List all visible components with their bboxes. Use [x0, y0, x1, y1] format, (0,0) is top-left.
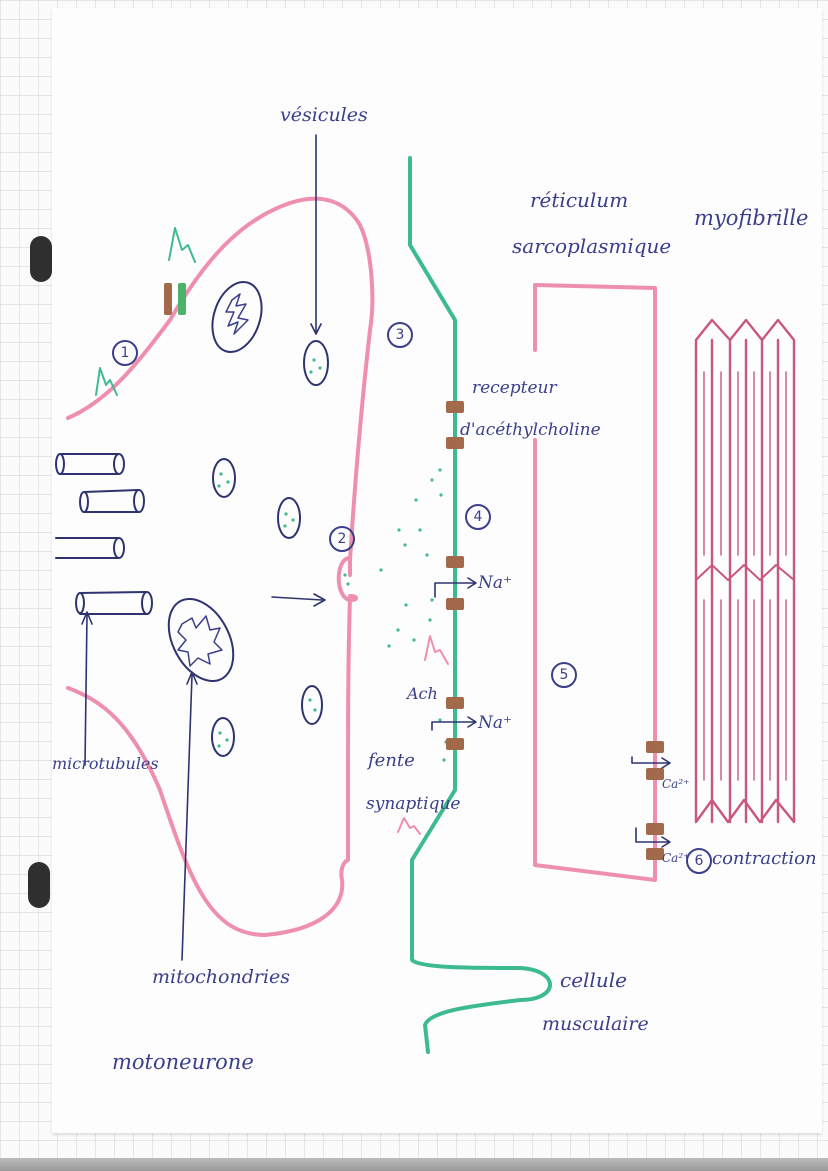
white-sheet	[52, 8, 822, 1133]
action-potential-icon	[95, 367, 118, 396]
action-potential-icon	[168, 227, 196, 263]
mitochondrion-icon	[211, 281, 263, 353]
label-recepteur-line1: recepteur	[472, 378, 557, 398]
label-fente-line2: synaptique	[366, 794, 461, 814]
acetylcholine-dots	[217, 358, 448, 762]
label-motoneurone: motoneurone	[112, 1050, 254, 1074]
action-potential-icon	[424, 635, 449, 665]
action-potential-icon	[397, 817, 421, 835]
sodium-influx-arrows	[431, 577, 477, 731]
step-3-badge: 3	[387, 322, 413, 348]
sarcoplasmic-reticulum	[533, 283, 657, 882]
binder-hole-top	[30, 236, 52, 282]
acetylcholine-receptors	[446, 401, 464, 750]
neuron-membrane-bulge	[336, 556, 358, 602]
channel-brown	[164, 283, 172, 315]
label-ca-bottom: Ca²⁺	[662, 851, 690, 865]
step-2-badge: 2	[329, 526, 355, 552]
mitochondrion-icon	[167, 597, 235, 683]
label-myofibrille: myofibrille	[694, 206, 809, 230]
step-5-badge: 5	[551, 662, 577, 688]
calcium-channels	[646, 741, 664, 860]
pointer-arrows	[81, 134, 326, 961]
label-reticulum-line2: sarcoplasmique	[512, 234, 672, 258]
label-recepteur-line2: d'acéthylcholine	[460, 420, 601, 440]
step-6-badge: 6	[686, 848, 712, 874]
label-vesicules: vésicules	[280, 104, 368, 126]
label-cellule-line2: musculaire	[542, 1013, 649, 1035]
neuron-membrane-upper	[66, 196, 375, 577]
vesicles	[211, 340, 329, 757]
label-ach: Ach	[407, 684, 438, 703]
microtubules	[55, 453, 153, 615]
step-4-badge: 4	[465, 504, 491, 530]
muscle-membrane	[408, 156, 552, 1054]
neuron-membrane-lower	[66, 596, 352, 937]
channel-green	[178, 283, 186, 315]
label-na-top: Na⁺	[478, 573, 512, 593]
calcium-release-arrows	[631, 756, 671, 848]
label-cellule-line1: cellule	[560, 968, 627, 992]
label-contraction: contraction	[712, 848, 817, 869]
label-fente-line1: fente	[368, 750, 415, 771]
step-1-badge: 1	[112, 340, 138, 366]
label-ca-top: Ca²⁺	[662, 777, 690, 791]
label-na-bottom: Na⁺	[478, 713, 512, 733]
page-edge	[0, 1158, 828, 1171]
label-reticulum-line1: réticulum	[530, 188, 629, 212]
myofibril	[694, 318, 796, 824]
label-mitochondries: mitochondries	[152, 966, 291, 988]
binder-hole-bottom	[28, 862, 50, 908]
label-microtubules: microtubules	[52, 754, 159, 773]
